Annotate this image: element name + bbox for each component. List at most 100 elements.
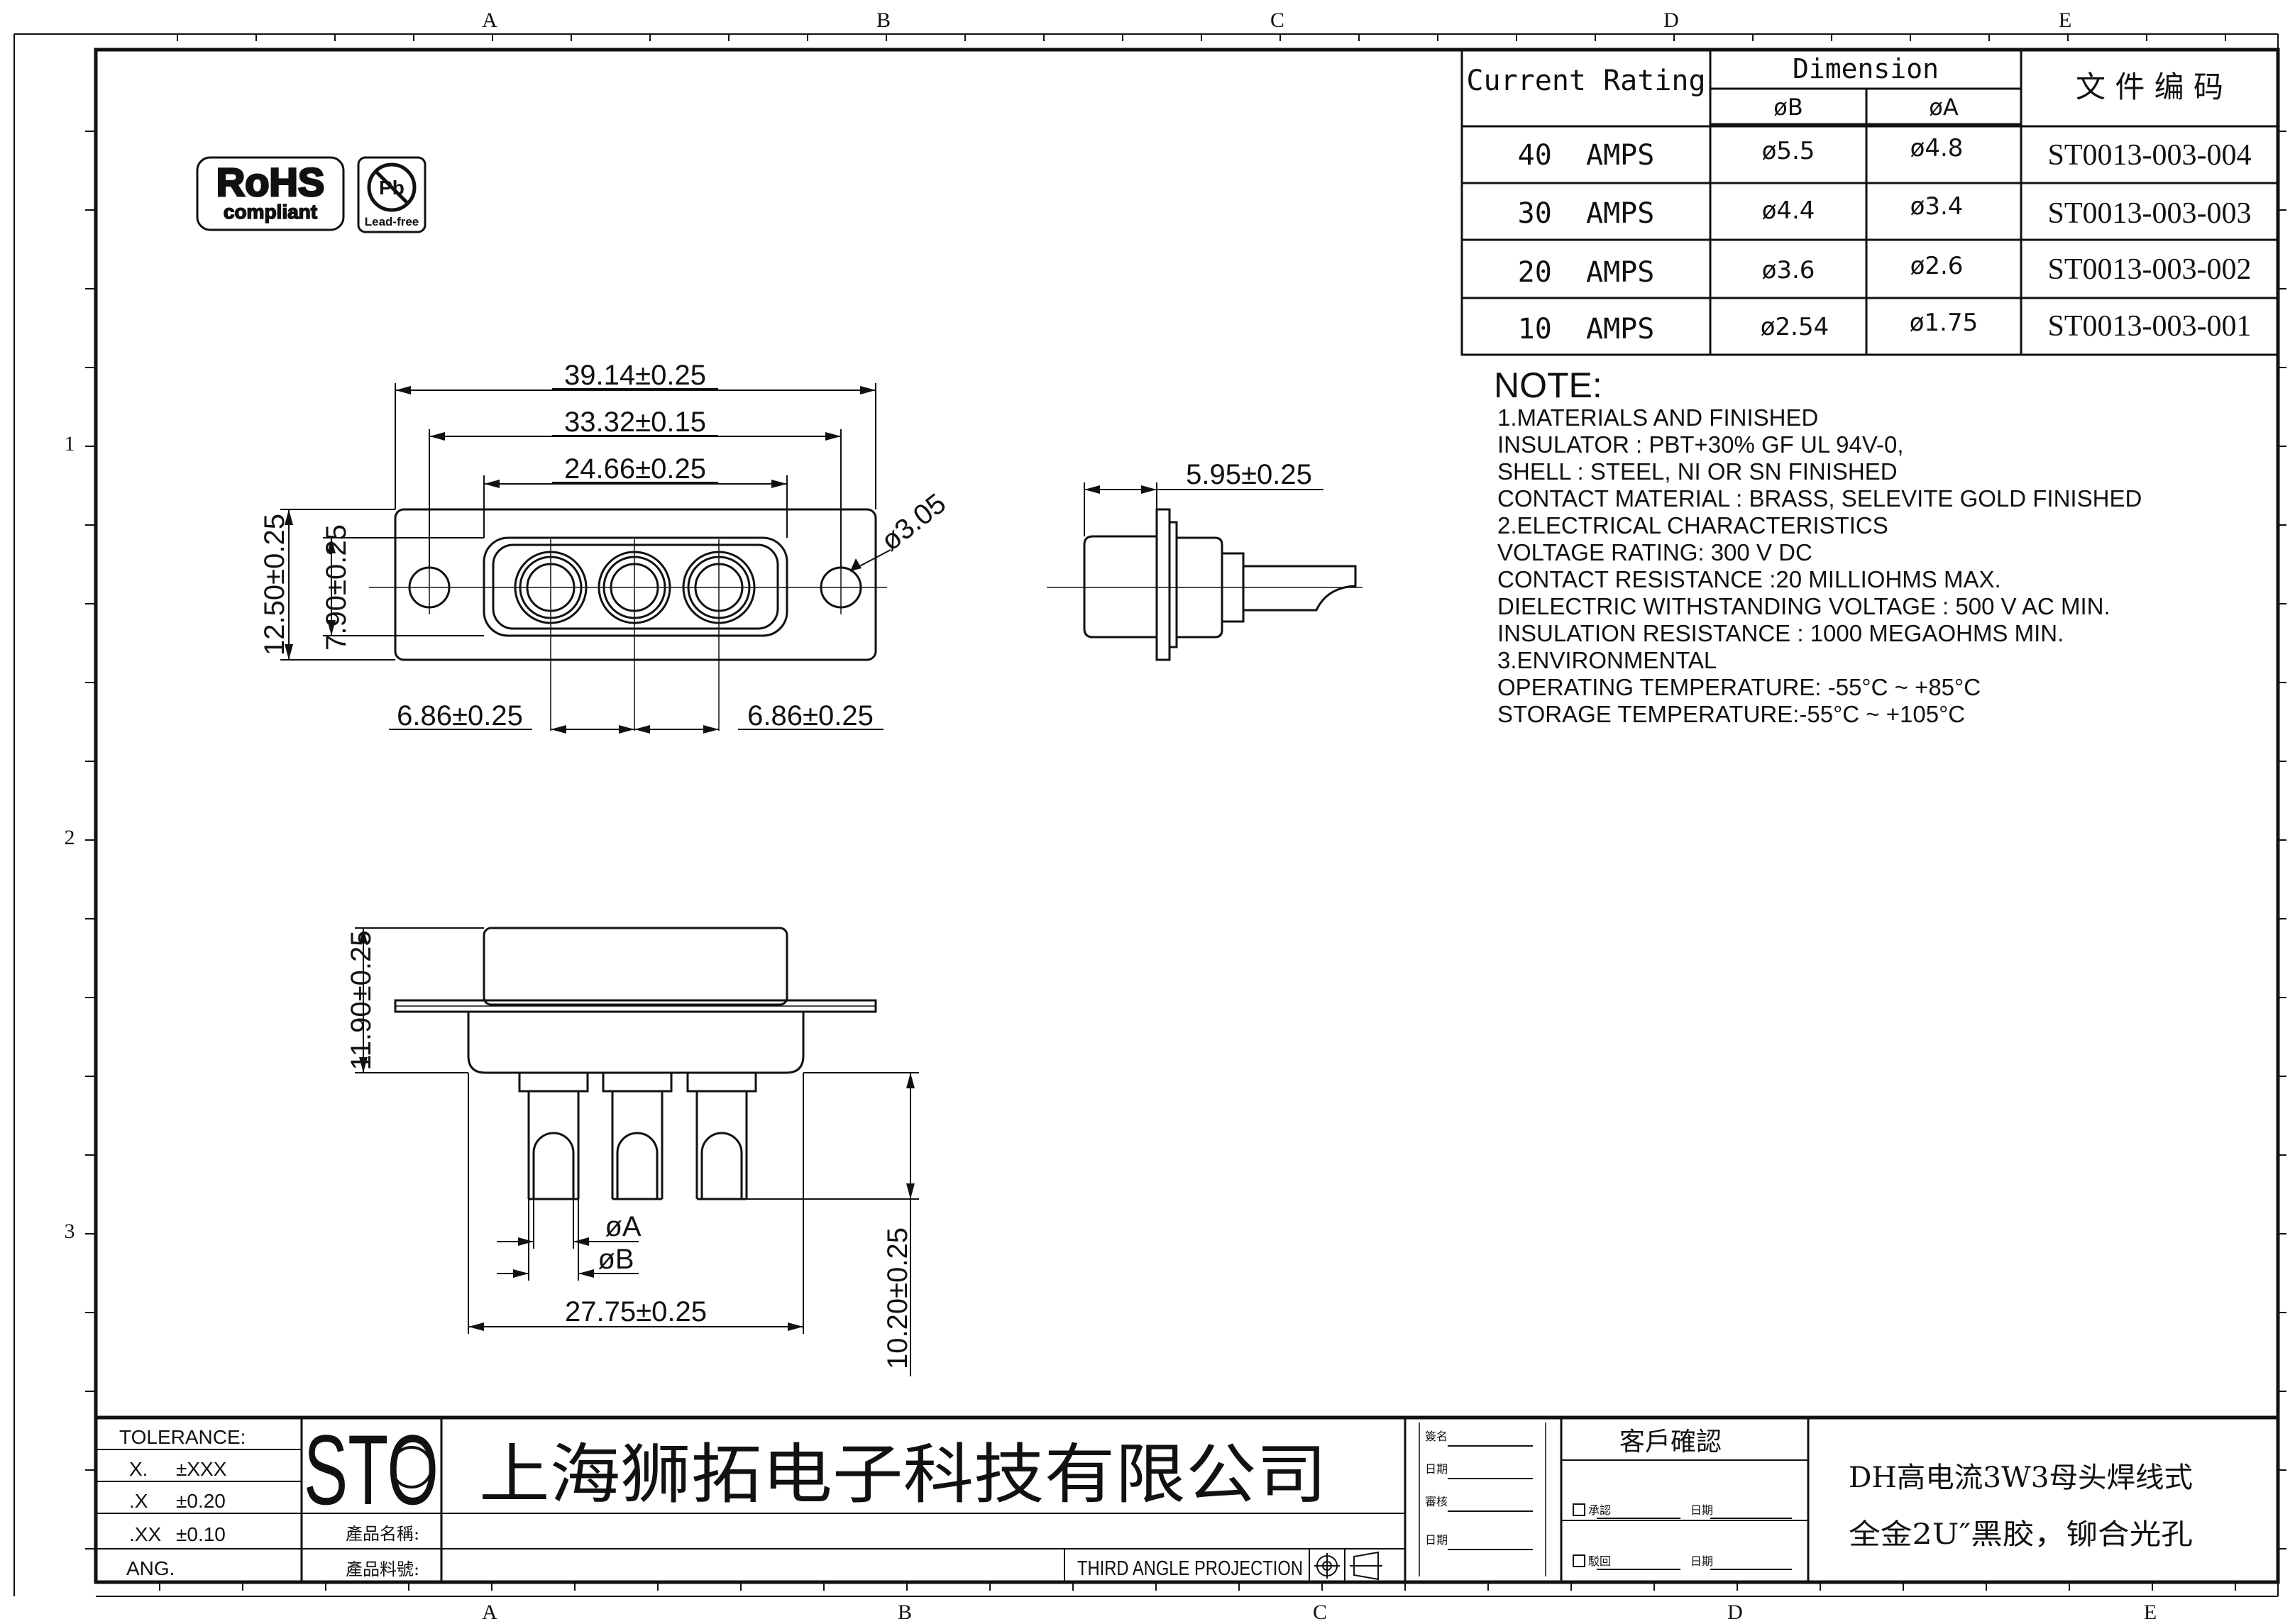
row-2-current: 30 AMPS [1518,197,1655,230]
rohs-sub-text: compliant [224,201,317,223]
tol-key-ang: ANG. [126,1557,175,1579]
lead-free-text: Lead-free [365,215,419,228]
row-3-dia-b: ø3.6 [1762,256,1815,285]
row-3-dia-a: ø2.6 [1910,252,1964,280]
row-1-current: 40 AMPS [1518,139,1655,172]
col-label-top-d: D [1663,9,1679,32]
spec-table: Current Rating Dimension øB øA 文 件 编 码 4… [1460,48,2279,356]
dim-pitch-right: 6.86±0.25 [747,700,874,731]
note-line-10: 3.ENVIRONMENTAL [1497,647,1717,673]
note-line-3: SHELL : STEEL, NI OR SN FINISHED [1497,458,1898,485]
return-checkbox[interactable] [1573,1554,1585,1567]
projection-label: THIRD ANGLE PROJECTION [1077,1557,1303,1580]
row-4-dia-b: ø2.54 [1761,313,1829,341]
header-dia-b: øB [1773,94,1803,121]
return-label: 駁回 [1588,1554,1611,1568]
sign-label-4: 日期 [1425,1533,1448,1547]
col-label-bottom-c: C [1313,1601,1327,1624]
row-4-dia-a: ø1.75 [1910,309,1978,337]
product-no-label: 產品料號: [346,1559,419,1579]
dim-pitch-left: 6.86±0.25 [397,700,523,731]
header-file-code: 文 件 编 码 [2076,70,2223,104]
label-dia-b: øB [598,1244,634,1275]
side-body [1083,535,1157,639]
approve-label: 承認 [1588,1503,1611,1517]
dim-side-depth: 5.95±0.25 [1186,459,1312,490]
no-lead-icon [367,162,417,212]
col-label-bottom-d: D [1727,1601,1743,1624]
col-label-top-a: A [482,9,497,32]
row-1-code: ST0013-003-004 [2048,139,2252,172]
col-label-top-b: B [876,9,891,32]
note-line-6: VOLTAGE RATING: 300 V DC [1497,539,1812,565]
dim-shell-height: 7.90±0.25 [321,524,352,651]
bottom-pins [518,1071,757,1200]
approve-date-label: 日期 [1690,1503,1713,1517]
dim-pin-length: 10.20±0.25 [882,1227,913,1369]
company-name: 上海狮拓电子科技有限公司 [479,1437,1327,1513]
tol-val-dxx: ±0.10 [176,1523,226,1545]
drawing-frame [13,33,2280,1597]
product-name-label: 產品名稱: [346,1524,419,1544]
bottom-view-dims: 11.90±0.25 10.20±0.25 27.75±0.25 øA øB [346,931,913,1369]
col-label-top-e: E [2059,9,2071,32]
tol-key-dx: .X [129,1490,148,1512]
frame-col-labels: A B C D E A B C D E [482,9,2157,1624]
note-line-2: INSULATOR : PBT+30% GF UL 94V-0, [1497,431,1904,458]
sto-logo: STO [304,1414,439,1525]
lead-free-badge: Pb Lead-free [357,156,426,233]
projection-symbol [1314,1551,1382,1581]
pb-text: Pb [379,177,404,199]
row-2-code: ST0013-003-003 [2048,197,2252,230]
note-line-9: INSULATION RESISTANCE : 1000 MEGAOHMS MI… [1497,620,2064,646]
front-flange [394,508,877,661]
lion-icon [390,1446,433,1488]
row-1-dia-a: ø4.8 [1910,134,1964,162]
notes-block: NOTE: 1.MATERIALS AND FINISHED INSULATOR… [1494,365,2142,727]
sign-label-1: 簽名 [1425,1430,1448,1443]
note-line-1: 1.MATERIALS AND FINISHED [1497,404,1818,431]
front-shell-outer [483,536,788,637]
row-2-dia-a: ø3.4 [1910,192,1964,221]
sto-logo-text: STO [304,1414,439,1525]
approve-checkbox[interactable] [1573,1503,1585,1516]
title-block-text: TOLERANCE: X. ±XXX .X ±0.20 .XX ±0.10 AN… [119,1426,2193,1580]
title-block [96,1415,2278,1582]
return-date-label: 日期 [1690,1554,1713,1568]
dim-body-height: 11.90±0.25 [346,931,377,1071]
product-description-line-1: DH高电流3W3母头焊线式 [1849,1462,2193,1494]
row-4-current: 10 AMPS [1518,313,1655,346]
rohs-badge: RoHS compliant [196,156,345,231]
row-2-dia-b: ø4.4 [1762,197,1815,225]
dim-shell-width: 24.66±0.25 [564,453,706,485]
front-view [280,383,891,734]
col-label-top-c: C [1270,9,1284,32]
side-pin [1243,565,1357,612]
col-label-bottom-a: A [482,1601,497,1624]
col-label-bottom-b: B [898,1601,912,1624]
front-view-dims: 39.14±0.25 33.32±0.15 24.66±0.25 ø3.05 1… [259,360,952,731]
bottom-shell [483,927,788,1006]
row-label-1: 1 [65,432,75,455]
notes-title: NOTE: [1494,365,1602,405]
row-label-2: 2 [65,826,75,849]
row-4-code: ST0013-003-001 [2048,310,2252,343]
header-dia-a: øA [1929,94,1959,121]
header-current-rating: Current Rating [1466,65,1705,97]
front-dim-underlines [389,388,884,730]
header-dimension: Dimension [1793,53,1939,84]
note-line-4: CONTACT MATERIAL : BRASS, SELEVITE GOLD … [1497,485,2142,512]
sign-label-2: 日期 [1425,1462,1448,1476]
row-1-dia-b: ø5.5 [1762,137,1815,165]
tol-key-x: X. [129,1458,148,1480]
customer-confirm-label: 客戶確認 [1619,1427,1722,1457]
row-label-3: 3 [65,1220,75,1243]
row-3-code: ST0013-003-002 [2048,253,2252,286]
product-description-line-2: 全金2U″黑胶，铆合光孔 [1849,1518,2193,1551]
tolerance-label: TOLERANCE: [119,1426,246,1448]
note-line-11: OPERATING TEMPERATURE: -55°C ~ +85°C [1497,674,1981,700]
sign-label-3: 審核 [1425,1495,1448,1508]
note-line-12: STORAGE TEMPERATURE:-55°C ~ +105°C [1497,701,1965,727]
col-label-bottom-e: E [2144,1601,2157,1624]
